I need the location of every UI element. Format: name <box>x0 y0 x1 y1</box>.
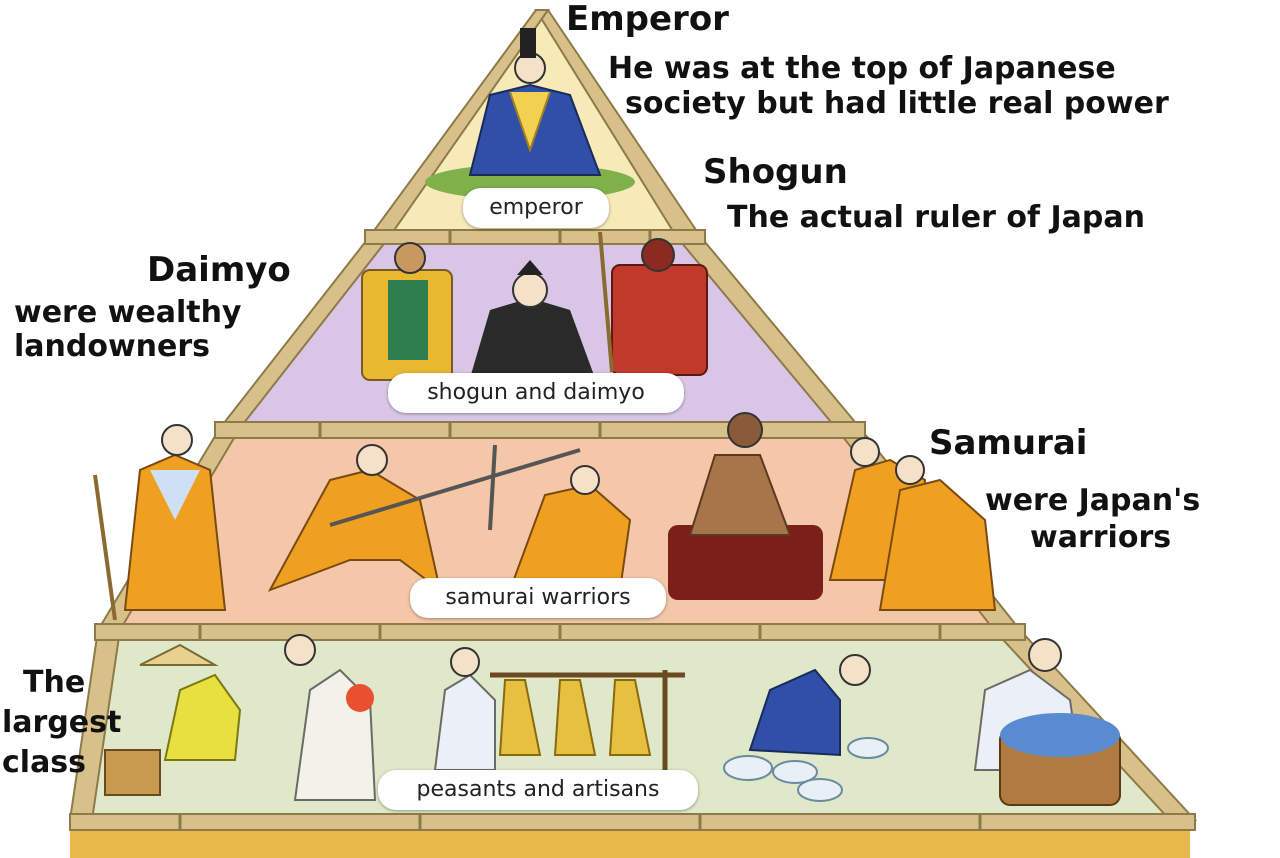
largest-class-line2: largest <box>2 705 122 740</box>
shogun-description: The actual ruler of Japan <box>727 200 1145 235</box>
shogun-tier-label: shogun and daimyo <box>388 373 684 413</box>
peasant-artisan-figures <box>104 634 1121 806</box>
peasant-tier-label: peasants and artisans <box>378 770 698 810</box>
shogun-daimyo-figures <box>361 231 708 381</box>
emperor-heading: Emperor <box>566 0 729 39</box>
shogun-heading: Shogun <box>703 152 848 192</box>
samurai-description-line1: were Japan's <box>985 483 1201 518</box>
largest-class-line3: class <box>2 745 87 780</box>
samurai-description-line2: warriors <box>1030 520 1172 555</box>
emperor-description-line2: society but had little real power <box>625 86 1169 121</box>
samurai-heading: Samurai <box>929 423 1088 463</box>
bamboo-joints <box>178 231 982 829</box>
emperor-description-line1: He was at the top of Japanese <box>608 51 1116 86</box>
emperor-tier-label: emperor <box>463 188 609 228</box>
daimyo-description-line2: landowners <box>14 329 211 364</box>
samurai-tier-label: samurai warriors <box>410 578 666 618</box>
daimyo-heading: Daimyo <box>147 250 291 290</box>
daimyo-description-line1: were wealthy <box>14 295 242 330</box>
largest-class-line1: The <box>23 665 86 700</box>
samurai-figures <box>93 412 997 621</box>
